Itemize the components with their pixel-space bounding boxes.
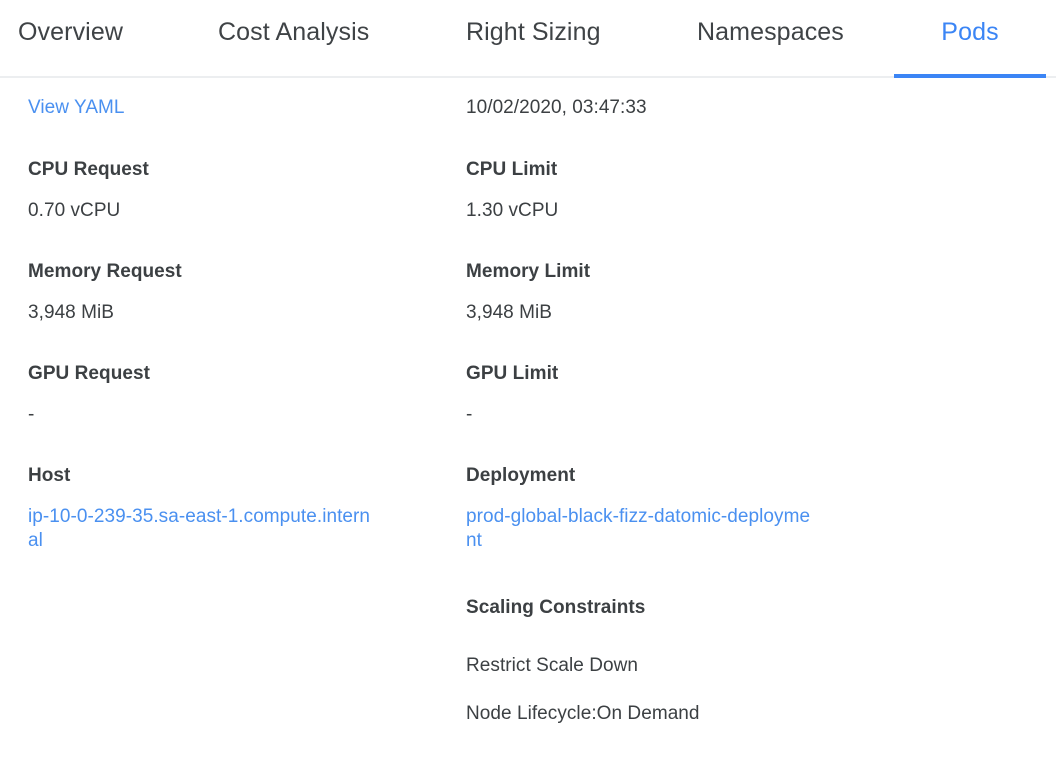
memory-request-label: Memory Request (28, 261, 182, 282)
field-memory-limit-value: 3,948 MiB (466, 301, 886, 325)
view-yaml-link[interactable]: View YAML (28, 97, 125, 118)
field-gpu-request-label: GPU Request (28, 362, 448, 386)
memory-limit-label: Memory Limit (466, 261, 591, 282)
field-view-yaml: View YAML (28, 96, 448, 120)
gpu-request-value: - (28, 404, 35, 425)
field-host-value: ip-10-0-239-35.sa-east-1.compute.interna… (28, 505, 448, 553)
timestamp-value: 10/02/2020, 03:47:33 (466, 97, 647, 118)
gpu-limit-value: - (466, 404, 473, 425)
tab-pods-label: Pods (941, 18, 999, 46)
field-gpu-limit-value: - (466, 403, 886, 427)
tab-cost-analysis[interactable]: Cost Analysis (218, 0, 369, 76)
field-host-label: Host (28, 464, 448, 488)
field-memory-request-value: 3,948 MiB (28, 301, 448, 325)
gpu-request-label: GPU Request (28, 363, 150, 384)
field-cpu-request-label: CPU Request (28, 158, 448, 182)
tab-bar: Overview Cost Analysis Right Sizing Name… (0, 0, 1056, 78)
host-label: Host (28, 465, 71, 486)
tab-right-sizing-label: Right Sizing (466, 18, 601, 46)
field-cpu-limit-label: CPU Limit (466, 158, 886, 182)
host-link[interactable]: ip-10-0-239-35.sa-east-1.compute.interna… (28, 506, 371, 551)
cpu-request-value: 0.70 vCPU (28, 200, 121, 221)
tab-cost-analysis-label: Cost Analysis (218, 18, 370, 46)
scaling-constraint-row-node-lifecycle: Node Lifecycle:On Demand (466, 703, 700, 724)
memory-request-value: 3,948 MiB (28, 302, 114, 323)
tab-namespaces-label: Namespaces (697, 18, 844, 46)
field-memory-request-label: Memory Request (28, 260, 448, 284)
tab-right-sizing[interactable]: Right Sizing (466, 0, 601, 76)
field-cpu-request-value: 0.70 vCPU (28, 199, 448, 223)
field-gpu-limit-label: GPU Limit (466, 362, 886, 386)
cpu-limit-label: CPU Limit (466, 159, 558, 180)
deployment-label: Deployment (466, 465, 576, 486)
cpu-request-label: CPU Request (28, 159, 149, 180)
scaling-constraints-label: Scaling Constraints (466, 597, 646, 618)
gpu-limit-label: GPU Limit (466, 363, 559, 384)
field-gpu-request-value: - (28, 403, 448, 427)
deployment-link[interactable]: prod-global-black-fizz-datomic-deploymen… (466, 506, 811, 551)
scaling-constraint-row-restrict-scale-down: Restrict Scale Down (466, 655, 639, 676)
tab-pods-underline (894, 74, 1046, 78)
pod-detail-panel: View YAML CPU Request 0.70 vCPU Memory R… (0, 78, 1056, 758)
field-cpu-limit-value: 1.30 vCPU (466, 199, 886, 223)
cpu-limit-value: 1.30 vCPU (466, 200, 559, 221)
field-scaling-constraints-label: Scaling Constraints (466, 596, 886, 620)
tab-overview[interactable]: Overview (18, 0, 123, 76)
tab-namespaces[interactable]: Namespaces (697, 0, 844, 76)
tab-pods[interactable]: Pods (894, 0, 1046, 78)
field-deployment-label: Deployment (466, 464, 886, 488)
memory-limit-value: 3,948 MiB (466, 302, 552, 323)
field-memory-limit-label: Memory Limit (466, 260, 886, 284)
tab-overview-label: Overview (18, 18, 123, 46)
tab-list: Overview Cost Analysis Right Sizing Name… (0, 0, 1056, 78)
field-timestamp: 10/02/2020, 03:47:33 (466, 96, 886, 120)
field-deployment-value: prod-global-black-fizz-datomic-deploymen… (466, 505, 886, 553)
